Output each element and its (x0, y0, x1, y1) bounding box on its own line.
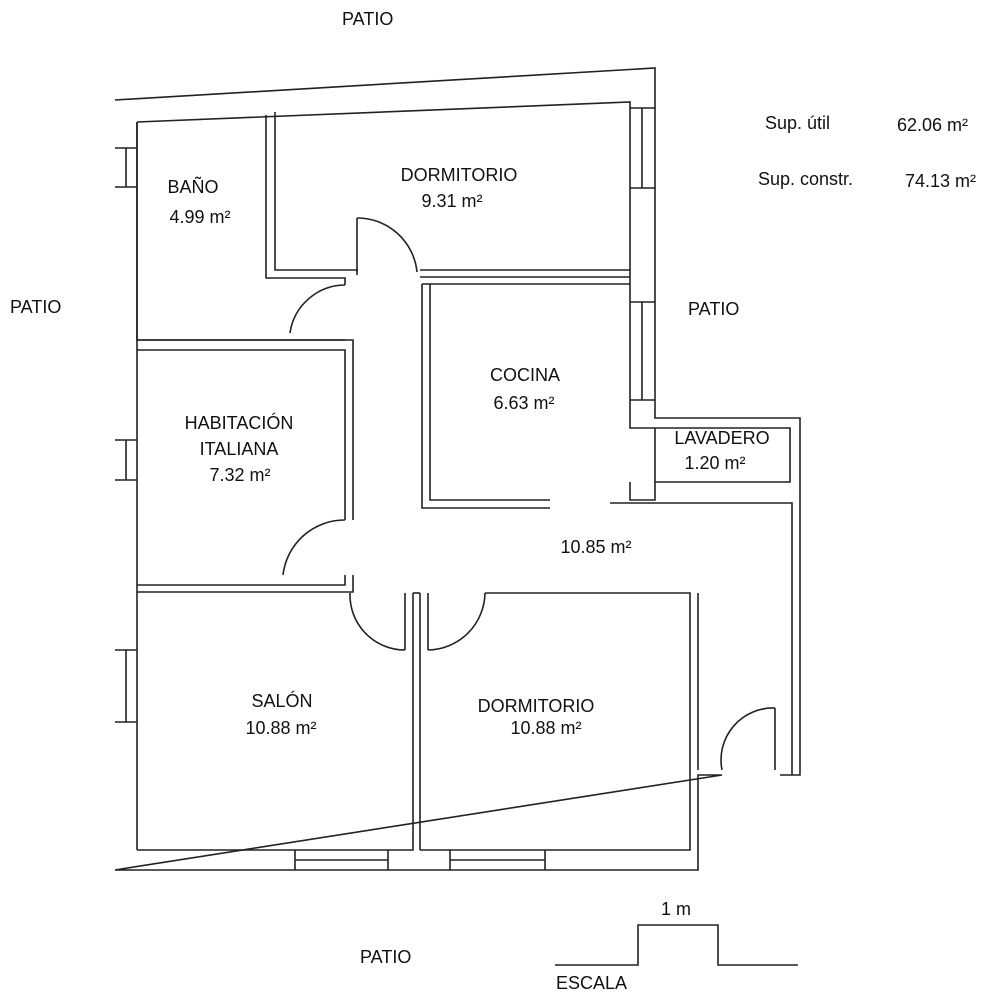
window-left-2 (115, 439, 137, 481)
window-left-1 (115, 147, 137, 188)
habitacion-name-line2: ITALIANA (199, 439, 279, 459)
bano-name: BAÑO (167, 177, 219, 197)
dormitorio-top-name: DORMITORIO (400, 165, 518, 185)
dorm-bottom-wall (420, 592, 691, 851)
sup-constr-value: 74.13 m² (905, 171, 977, 191)
bano-wall (136, 122, 345, 341)
window-right-2 (630, 301, 655, 401)
window-bottom-2 (449, 850, 546, 870)
window-left-3 (115, 649, 137, 723)
dormitorio-bottom-name: DORMITORIO (477, 696, 595, 716)
door-entry (720, 707, 776, 771)
door-dorm-top (356, 217, 418, 273)
lavadero-name: LAVADERO (674, 428, 770, 448)
hab-wall-inner (137, 339, 354, 520)
bano-right-wall (265, 115, 346, 285)
window-bottom-1 (294, 850, 389, 870)
door-salon (349, 592, 406, 651)
salon-name: SALÓN (251, 691, 313, 711)
hab-bottom (137, 575, 346, 586)
bano-right-wall-inner (274, 112, 358, 275)
salon-wall (137, 593, 414, 851)
outer-wall (114, 67, 801, 776)
cocina-wall (429, 284, 550, 501)
corridor-wall-right (610, 502, 793, 775)
hab-wall (137, 349, 346, 520)
outer-wall-bottom (114, 774, 723, 871)
patio-right-label: PATIO (688, 299, 740, 319)
scale-title: ESCALA (556, 973, 628, 993)
scale-bar (555, 924, 798, 966)
pasillo-area: 10.85 m² (560, 537, 632, 557)
door-hab (282, 519, 346, 576)
sup-util-value: 62.06 m² (897, 115, 969, 135)
salon-area: 10.88 m² (245, 718, 317, 738)
habitacion-area: 7.32 m² (209, 465, 271, 485)
patio-bottom-label: PATIO (360, 947, 412, 967)
habitacion-name-line1: HABITACIÓN (184, 413, 294, 433)
door-dorm-bottom (427, 592, 486, 651)
cocina-name: COCINA (489, 365, 561, 385)
scale-length-label: 1 m (660, 899, 692, 919)
patio-left-label: PATIO (10, 297, 62, 317)
window-right-1 (630, 107, 655, 189)
sup-util-label: Sup. útil (765, 113, 831, 133)
hab-bottom-inner (137, 575, 354, 593)
patio-top-label: PATIO (342, 9, 394, 29)
sup-constr-label: Sup. constr. (758, 169, 854, 189)
cocina-wall-inner (421, 284, 550, 509)
cocina-area: 6.63 m² (493, 393, 555, 413)
door-bano (289, 284, 346, 334)
dormitorio-top-area: 9.31 m² (421, 191, 483, 211)
dormitorio-bottom-area: 10.88 m² (510, 718, 582, 738)
inner-wall (136, 101, 791, 501)
lavadero-area: 1.20 m² (684, 453, 746, 473)
bano-area: 4.99 m² (169, 207, 231, 227)
